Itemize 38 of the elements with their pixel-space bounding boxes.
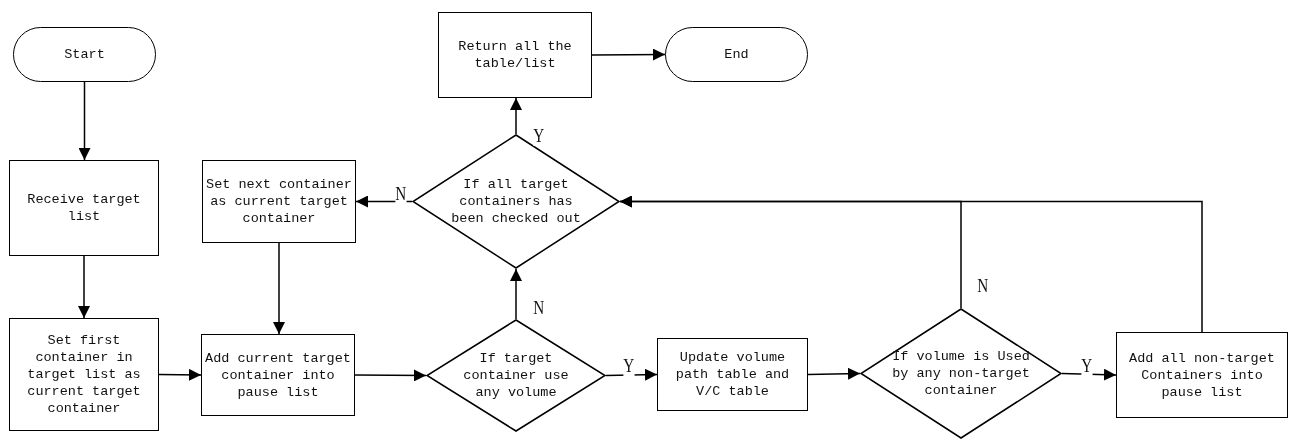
process-box [202, 160, 356, 243]
arrow [510, 268, 522, 320]
node-label: Update volume path table and V/C table [674, 349, 791, 400]
edge-label: Y [623, 356, 635, 376]
edge-label: N [395, 184, 407, 204]
arrow [355, 195, 413, 208]
arrow [158, 368, 202, 381]
edge-label: Y [533, 126, 545, 146]
arrow [605, 368, 658, 381]
process-box [657, 338, 808, 411]
process-box [1116, 332, 1288, 418]
node-label: Receive target list [26, 191, 142, 225]
node-label: If all target containers has been checked out [451, 176, 581, 227]
arrow [273, 242, 285, 335]
process-box [438, 12, 592, 98]
arrow [510, 97, 522, 135]
process-box [9, 160, 159, 256]
arrow [807, 367, 861, 380]
edge-label: Y [1081, 356, 1093, 376]
node-label: Set first container in target list as current target container [26, 332, 142, 417]
node-label: Add all non-target Containers into pause list [1128, 349, 1276, 401]
node-label: Add current target container into pause list [204, 349, 352, 401]
process-box [201, 334, 355, 416]
node-label: Return all the table/list [457, 38, 573, 72]
arrow [1061, 368, 1117, 381]
arrow [78, 81, 91, 161]
node-label: If volume is Used by any non-target container [891, 348, 1031, 399]
decision-diamond [426, 319, 606, 432]
arrow [78, 255, 90, 319]
decision-diamond [860, 308, 1062, 439]
node-label: Start [64, 46, 105, 63]
process-box [9, 318, 159, 431]
node-label: Set next container as current target container [206, 176, 352, 227]
node-label: If target container use any volume [462, 350, 570, 401]
arrow [591, 48, 666, 61]
arrow [619, 195, 1203, 333]
node-label: End [724, 46, 749, 63]
arrow [354, 369, 427, 382]
